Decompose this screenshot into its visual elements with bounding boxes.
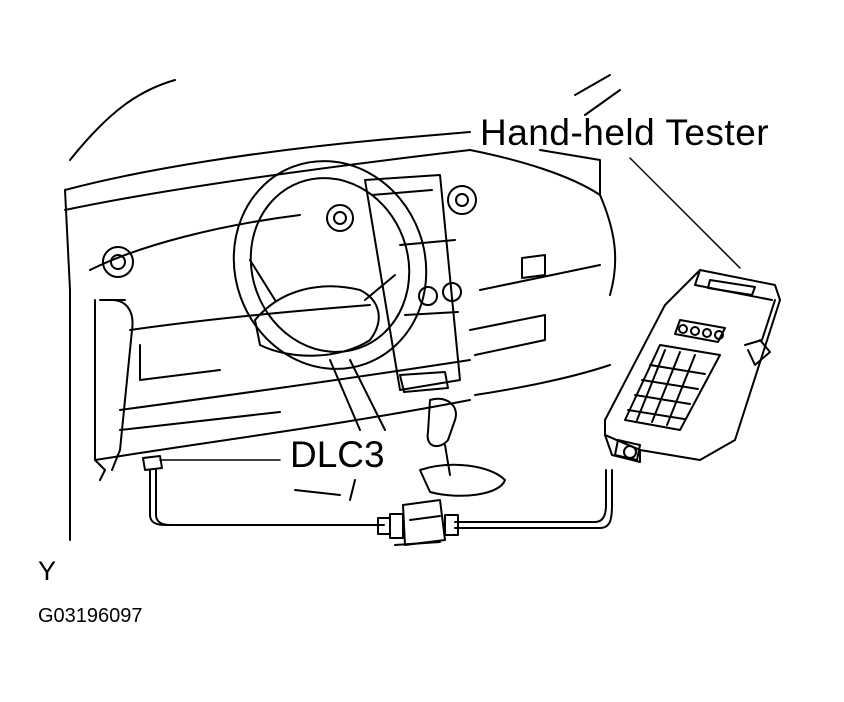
shift-lever bbox=[295, 399, 505, 500]
figure-code-label: G03196097 bbox=[38, 605, 143, 627]
dlc3-label: DLC3 bbox=[290, 434, 385, 475]
air-vents bbox=[103, 186, 476, 305]
center-stack bbox=[365, 175, 460, 392]
dlc3-connector bbox=[143, 456, 280, 470]
cable-adapter bbox=[378, 500, 458, 545]
left-pillar bbox=[70, 290, 133, 540]
dashboard-lower bbox=[95, 255, 610, 460]
hand-held-tester-device bbox=[605, 270, 780, 462]
tester-leader-line bbox=[630, 158, 740, 268]
steering-wheel bbox=[205, 134, 455, 430]
hand-held-tester-label: Hand-held Tester bbox=[480, 112, 770, 153]
view-letter-label: Y bbox=[38, 556, 57, 586]
dashboard-upper bbox=[65, 132, 615, 295]
windshield-lines bbox=[70, 75, 620, 160]
tester-cable bbox=[150, 470, 612, 528]
